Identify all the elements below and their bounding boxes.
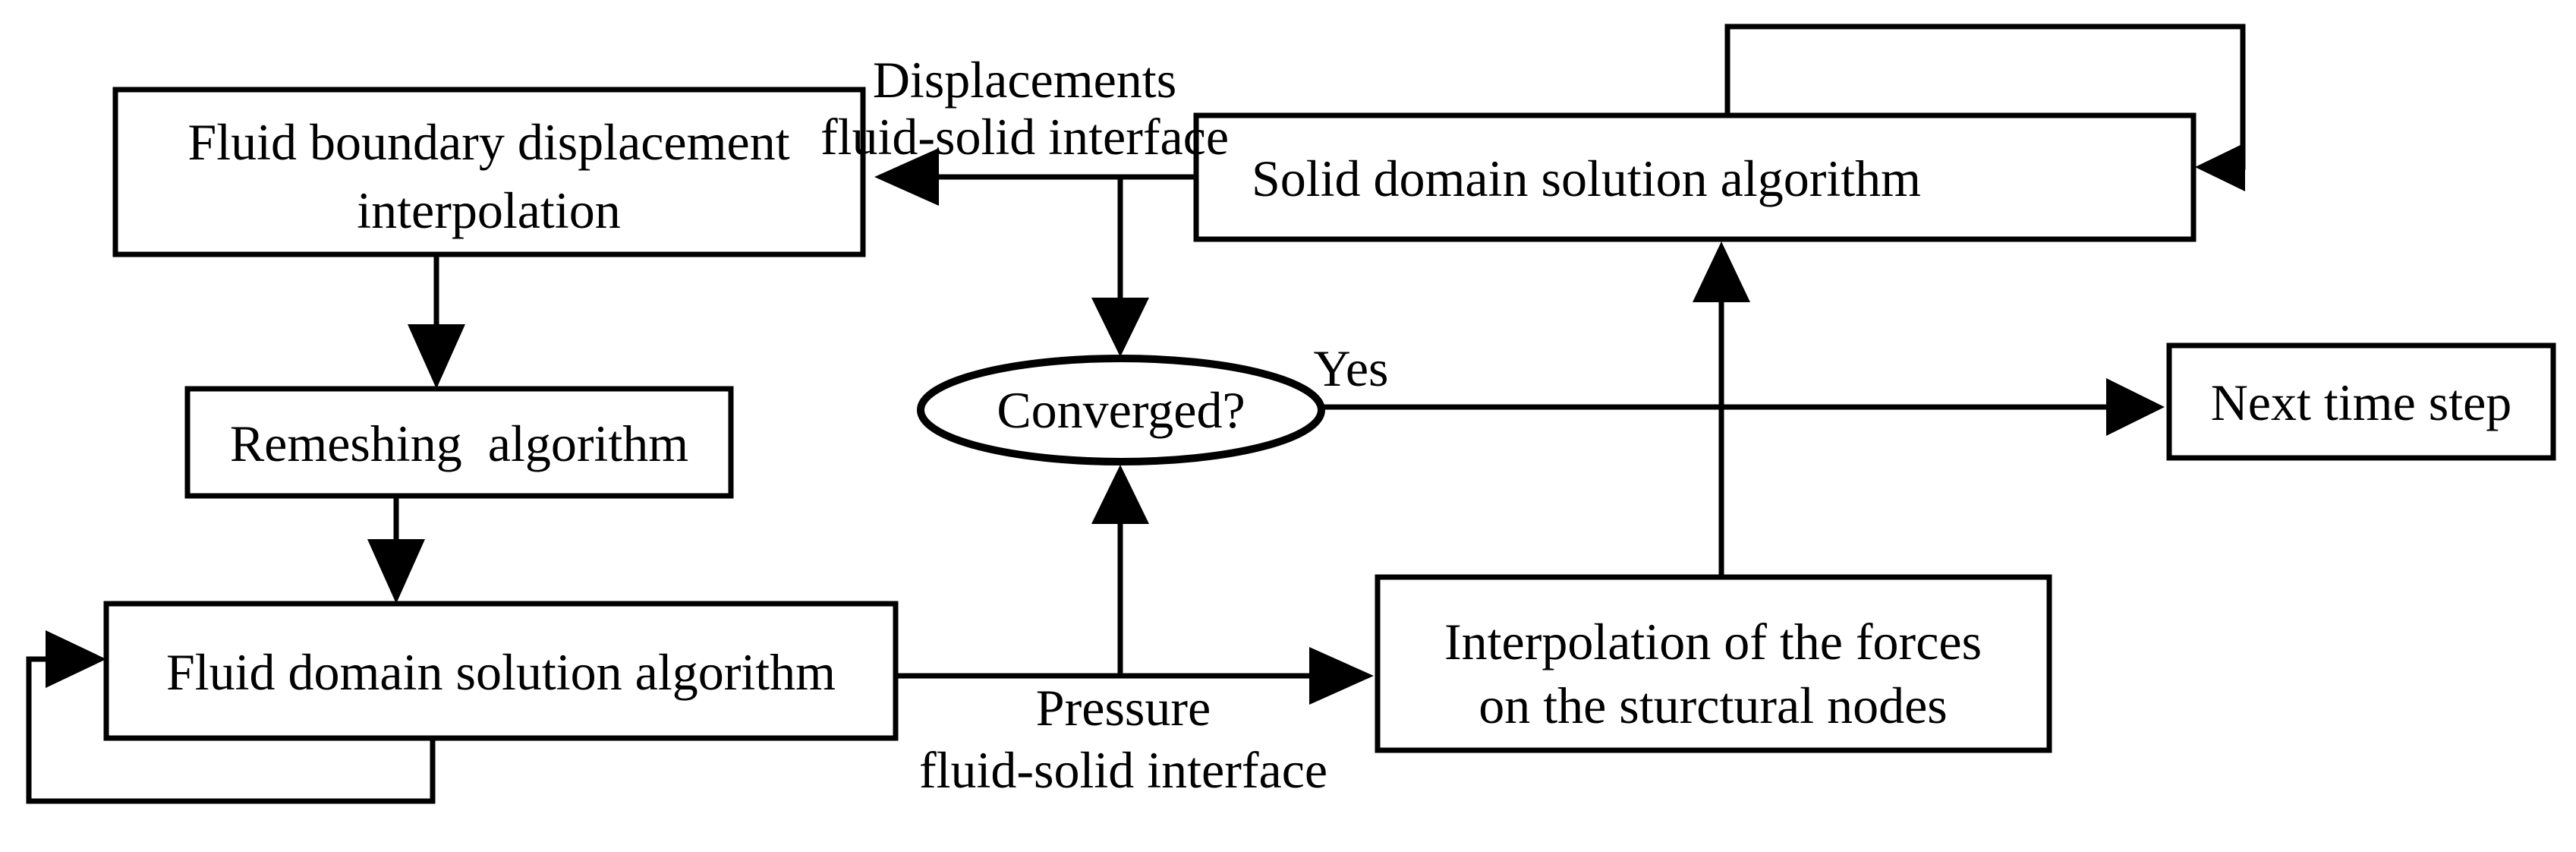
arrow-solid-domain-to-fluid-boundary	[874, 148, 1196, 206]
solid-domain-label: Solid domain solution algorithm	[1252, 150, 1921, 207]
displacements-label-line2: fluid-solid interface	[820, 108, 1229, 166]
label-displacements-fluid-solid-interface: Displacements fluid-solid interface	[820, 51, 1229, 166]
node-next-time-step: Next time step	[2166, 342, 2556, 461]
node-converged-decision: Converged?	[917, 355, 1325, 465]
displacements-label-line1: Displacements	[873, 51, 1176, 109]
node-fluid-domain-solution-algorithm: Fluid domain solution algorithm	[103, 601, 899, 741]
arrowhead-down-icon	[367, 539, 425, 604]
fluid-boundary-box	[112, 87, 866, 257]
remeshing-box	[184, 386, 734, 499]
arrow-fluid-domain-self-loop	[26, 630, 436, 804]
arrow-remeshing-to-fluid-domain	[367, 496, 425, 604]
label-yes: Yes	[1314, 339, 1389, 397]
next-time-step-box	[2166, 342, 2556, 461]
fluid-boundary-label-line2: interpolation	[357, 181, 620, 239]
arrow-displacements-branch-to-converged	[1091, 177, 1149, 357]
label-pressure-fluid-solid-interface: Pressure fluid-solid interface	[919, 679, 1327, 799]
arrowhead-right-icon	[1309, 647, 1374, 705]
interpolation-forces-label-line1: Interpolation of the forces	[1444, 613, 1982, 671]
arrowhead-left-icon	[874, 148, 939, 206]
converged-label: Converged?	[997, 381, 1245, 439]
arrowhead-up-icon	[1091, 465, 1149, 524]
interpolation-forces-box	[1375, 574, 2052, 753]
pressure-label-line1: Pressure	[1036, 679, 1211, 737]
loop-path	[26, 656, 436, 804]
interpolation-forces-label-line2: on the sturctural nodes	[1479, 677, 1948, 734]
arrowhead-right-icon	[2106, 378, 2165, 436]
node-remeshing-algorithm: Remeshing algorithm	[184, 386, 734, 499]
converged-ellipse	[917, 355, 1325, 465]
node-solid-domain-solution-algorithm: Solid domain solution algorithm	[1193, 112, 2197, 242]
remeshing-label: Remeshing algorithm	[230, 415, 688, 472]
yes-label: Yes	[1314, 339, 1389, 397]
arrowhead-left-icon	[2195, 143, 2245, 191]
solid-domain-box	[1193, 112, 2197, 242]
fluid-domain-box	[103, 601, 899, 741]
arrow-fluid-boundary-to-remeshing	[408, 254, 465, 389]
arrowhead-up-icon	[1693, 241, 1750, 302]
fluid-domain-label: Fluid domain solution algorithm	[166, 643, 836, 701]
arrowhead-down-icon	[1091, 298, 1149, 357]
arrow-solid-domain-self-loop	[1724, 24, 2246, 191]
node-interpolation-of-forces: Interpolation of the forces on the sturc…	[1375, 574, 2052, 753]
arrowhead-right-icon	[46, 630, 106, 688]
arrow-fluid-domain-to-interpolation	[896, 647, 1374, 705]
node-fluid-boundary-displacement-interpolation: Fluid boundary displacement interpolatio…	[112, 87, 866, 257]
arrow-converged-to-next-time-step	[1322, 378, 2165, 436]
fluid-boundary-label-line1: Fluid boundary displacement	[187, 113, 789, 171]
pressure-label-line2: fluid-solid interface	[919, 741, 1327, 799]
arrowhead-down-icon	[408, 324, 465, 389]
next-time-step-label: Next time step	[2211, 374, 2512, 431]
arrow-pressure-branch-to-converged	[1091, 465, 1149, 676]
arrow-interpolation-to-solid-domain	[1693, 241, 1750, 577]
